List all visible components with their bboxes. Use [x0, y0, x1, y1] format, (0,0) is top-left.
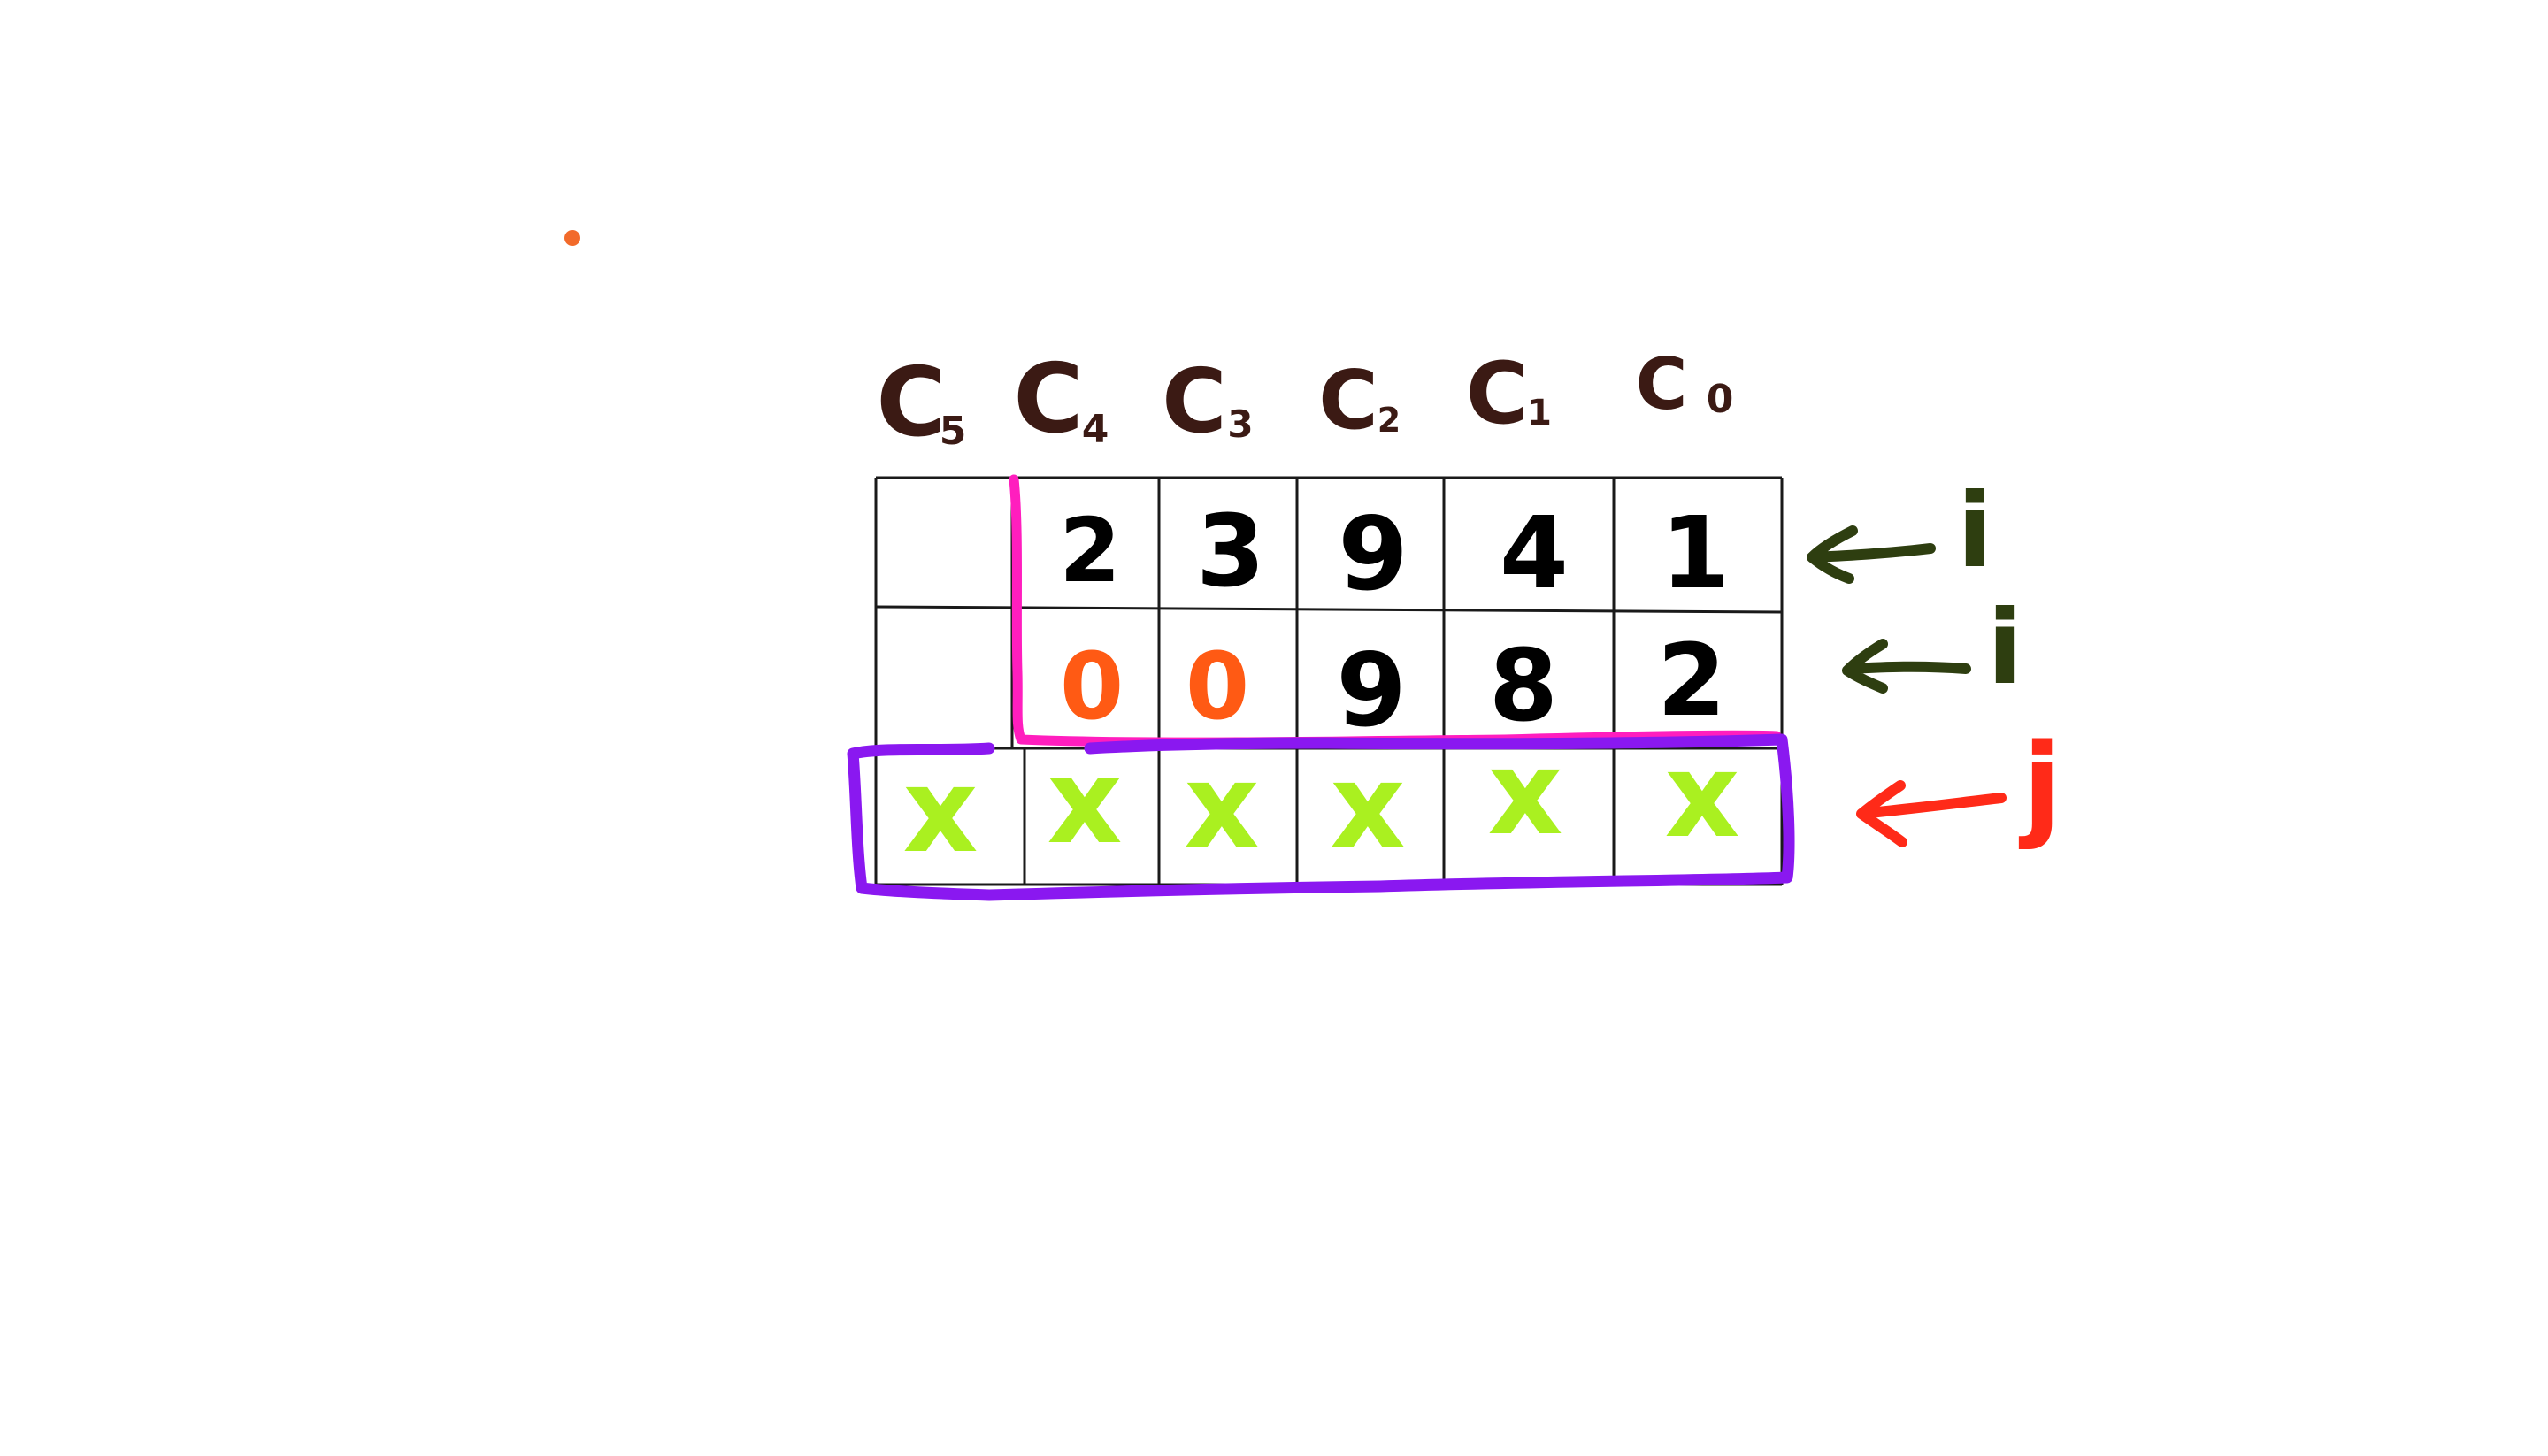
- column-header: C 2: [1318, 353, 1401, 448]
- column-header-subscript: 4: [1082, 407, 1109, 452]
- table-cell: 2: [1657, 624, 1726, 739]
- x-mark: x: [1047, 734, 1122, 870]
- column-header-subscript: 0: [1707, 377, 1734, 422]
- left-arrow-icon: [1856, 780, 2007, 847]
- column-header: C 5: [876, 348, 966, 458]
- table-cell: 9: [1338, 495, 1408, 613]
- column-header-base: C: [1636, 343, 1688, 425]
- x-mark: x: [1184, 739, 1259, 875]
- column-header: C 3: [1162, 349, 1253, 453]
- column-header: C 4: [1013, 344, 1109, 455]
- table-cell: 1: [1661, 496, 1730, 611]
- x-mark: x: [902, 743, 978, 879]
- table-cell: 9: [1336, 632, 1406, 749]
- pointer: j: [1856, 720, 2061, 852]
- table-cell: 3: [1196, 494, 1265, 609]
- x-mark: x: [1664, 728, 1739, 864]
- table-row: 0 0 9 8 2: [1060, 624, 1726, 749]
- pointer: i: [1842, 588, 2022, 708]
- pointer-label: i: [1957, 471, 1992, 591]
- column-header-base: C: [876, 348, 946, 458]
- left-arrow-icon: [1807, 525, 1936, 584]
- column-header: C 1: [1466, 344, 1552, 443]
- pointer-label: j: [2018, 720, 2061, 852]
- column-header-subscript: 1: [1527, 393, 1552, 433]
- pointer-label: i: [1987, 588, 2022, 708]
- table-cell: 2: [1059, 499, 1121, 602]
- purple-box: [847, 733, 1795, 901]
- left-arrow-icon: [1842, 639, 1971, 694]
- table-cell: 4: [1500, 496, 1569, 611]
- column-header-subscript: 3: [1227, 402, 1253, 446]
- column-header-subscript: 5: [940, 409, 967, 454]
- pointer: i: [1807, 471, 1992, 591]
- column-header-base: C: [1466, 344, 1528, 443]
- column-header-base: C: [1318, 353, 1378, 448]
- table-cell: 8: [1489, 629, 1558, 744]
- stray-dot: [564, 230, 580, 246]
- column-header: C 0: [1636, 343, 1734, 425]
- column-headers: C 5 C 4 C 3 C 2 C 1 C 0: [876, 343, 1733, 458]
- table-cell: 0: [1060, 632, 1124, 740]
- table-row: 2 3 9 4 1: [1059, 494, 1730, 613]
- column-header-subscript: 2: [1378, 401, 1401, 440]
- x-mark: x: [1330, 739, 1405, 875]
- table-cell: 0: [1186, 632, 1249, 740]
- column-header-base: C: [1013, 344, 1083, 455]
- column-header-base: C: [1162, 349, 1226, 453]
